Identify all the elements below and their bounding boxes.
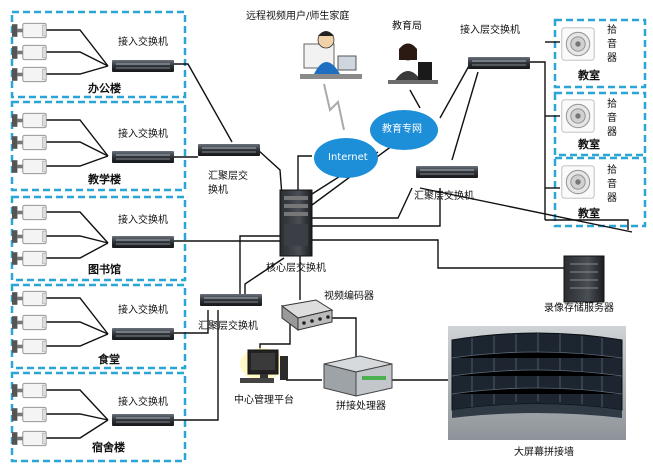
classroom-name-2: 教室 — [578, 138, 600, 151]
classroom-device-1: 拾音器 — [607, 25, 617, 64]
aggregation-switch-icon — [198, 144, 260, 156]
access-switch-icon — [112, 236, 174, 248]
remote-user-icon — [300, 31, 362, 79]
classroom-device-2: 拾音器 — [607, 99, 617, 138]
microphone-icon — [561, 27, 595, 61]
access-switch-label-2: 接入交换机 — [118, 129, 168, 140]
management-platform-label: 中心管理平台 — [234, 395, 294, 406]
video-encoder-label: 视频编码器 — [324, 291, 374, 302]
access-switch-icon — [112, 151, 174, 163]
storage-server-icon — [563, 255, 605, 303]
camera-icon — [12, 430, 47, 447]
aggregation-switch-icon — [416, 166, 478, 178]
right-access-switch-label: 接入层交换机 — [460, 25, 520, 36]
right-access-switch-icon — [468, 57, 530, 69]
camera-icon — [12, 338, 47, 355]
microphone-icon — [561, 165, 595, 199]
camera-icon — [12, 250, 47, 267]
storage-server-label: 录像存储服务器 — [544, 303, 614, 314]
video-wall-label: 大屏幕拼接墙 — [514, 447, 574, 458]
video-wall-icon — [448, 326, 626, 440]
education-bureau-label: 教育局 — [392, 21, 422, 32]
video-encoder-icon — [280, 299, 334, 331]
aggregation-switch-label-lower: 汇聚层交换机 — [198, 321, 258, 332]
access-switch-label-3: 接入交换机 — [118, 215, 168, 226]
building-name-office: 办公楼 — [88, 82, 121, 95]
education-bureau-icon — [388, 43, 438, 84]
camera-icon — [12, 44, 47, 61]
microphone-icon — [561, 99, 595, 133]
aggregation-switch-label-right: 汇聚层交换机 — [414, 191, 474, 202]
camera-icon — [12, 406, 47, 423]
internet-cloud-icon — [314, 138, 378, 178]
access-switch-icon — [112, 328, 174, 340]
access-switch-label-4: 接入交换机 — [118, 305, 168, 316]
box-classroom-2 — [553, 91, 647, 157]
aggregation-switch-label-upper-2: 换机 — [208, 185, 228, 196]
box-library — [10, 195, 187, 282]
access-switch-label-1: 接入交换机 — [118, 37, 168, 48]
classroom-device-3: 拾音器 — [607, 165, 617, 204]
splicing-processor-icon — [323, 355, 393, 397]
internet-label: Internet — [328, 152, 368, 163]
camera-icon — [12, 228, 47, 245]
classroom-name-3: 教室 — [578, 207, 600, 220]
connection-lines — [46, 29, 633, 439]
building-name-dorm: 宿舍楼 — [92, 441, 125, 454]
camera-icon — [12, 382, 47, 399]
camera-icon — [12, 314, 47, 331]
access-switch-label-5: 接入交换机 — [118, 397, 168, 408]
aggregation-switch-icon — [200, 294, 262, 306]
camera-icon — [12, 204, 47, 221]
classroom-name-1: 教室 — [578, 69, 600, 82]
camera-icon — [12, 112, 47, 129]
building-name-library: 图书馆 — [88, 263, 121, 276]
access-switch-icon — [112, 60, 174, 72]
camera-icon — [12, 22, 47, 39]
building-name-teaching: 教学楼 — [88, 173, 121, 186]
edu-net-label: 教育专网 — [382, 124, 422, 135]
core-switch-label: 核心层交换机 — [266, 263, 326, 274]
box-canteen — [10, 283, 187, 370]
camera-icon — [12, 134, 47, 151]
building-name-canteen: 食堂 — [98, 353, 120, 366]
aggregation-switch-label-upper-1: 汇聚层交 — [208, 171, 248, 182]
cameras — [12, 22, 47, 447]
wireless-link — [323, 83, 345, 131]
splicing-processor-label: 拼接处理器 — [336, 401, 386, 412]
camera-icon — [12, 158, 47, 175]
remote-users-label: 远程视频用户/师生家庭 — [246, 11, 350, 22]
camera-icon — [12, 290, 47, 307]
management-platform-icon — [240, 348, 288, 383]
core-switch-icon — [279, 189, 313, 257]
camera-icon — [12, 66, 47, 83]
box-classroom-1 — [553, 18, 647, 89]
access-switch-icon — [112, 414, 174, 426]
edu-net-cloud-icon — [370, 110, 438, 150]
